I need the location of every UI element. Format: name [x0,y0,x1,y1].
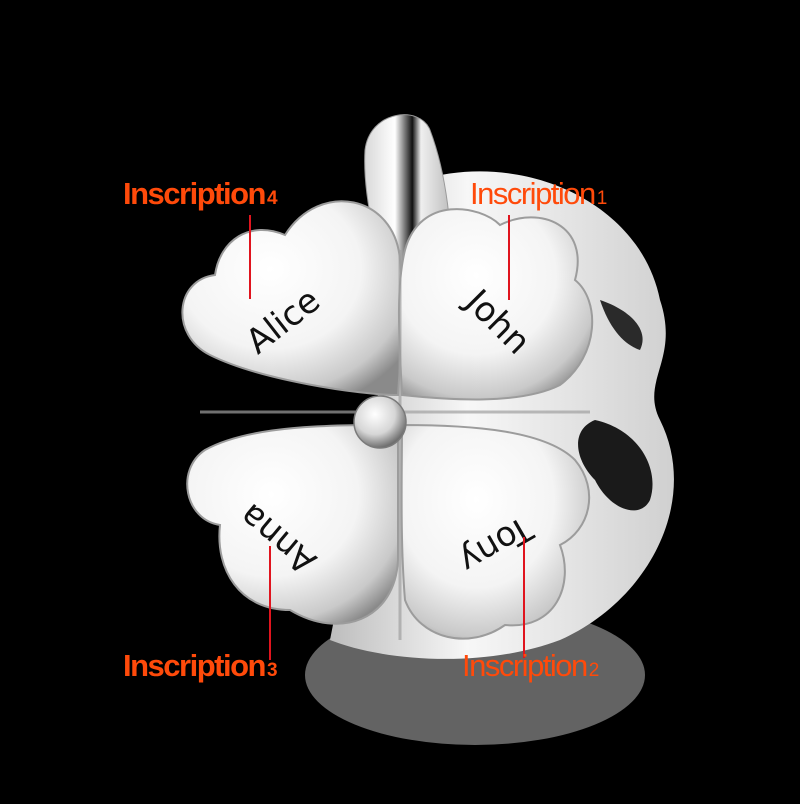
leader-line-2 [523,537,525,658]
petal-bottom-right [400,423,591,640]
callout-number: 1 [596,188,608,209]
callout-number: 4 [266,188,278,209]
callout-text: Inscription [123,176,266,211]
callout-text: Inscription [470,176,596,211]
leader-line-1 [508,215,510,300]
petal-top-right [397,208,594,401]
callout-number: 3 [266,660,278,681]
center-bead [353,395,407,449]
callout-number: 2 [588,660,600,681]
callout-text: Inscription [462,648,588,683]
callout-text: Inscription [123,648,266,683]
charm-hole [578,420,653,511]
leader-line-4 [249,215,251,299]
leader-line-3 [269,546,271,660]
petal-bottom-left [186,423,399,625]
